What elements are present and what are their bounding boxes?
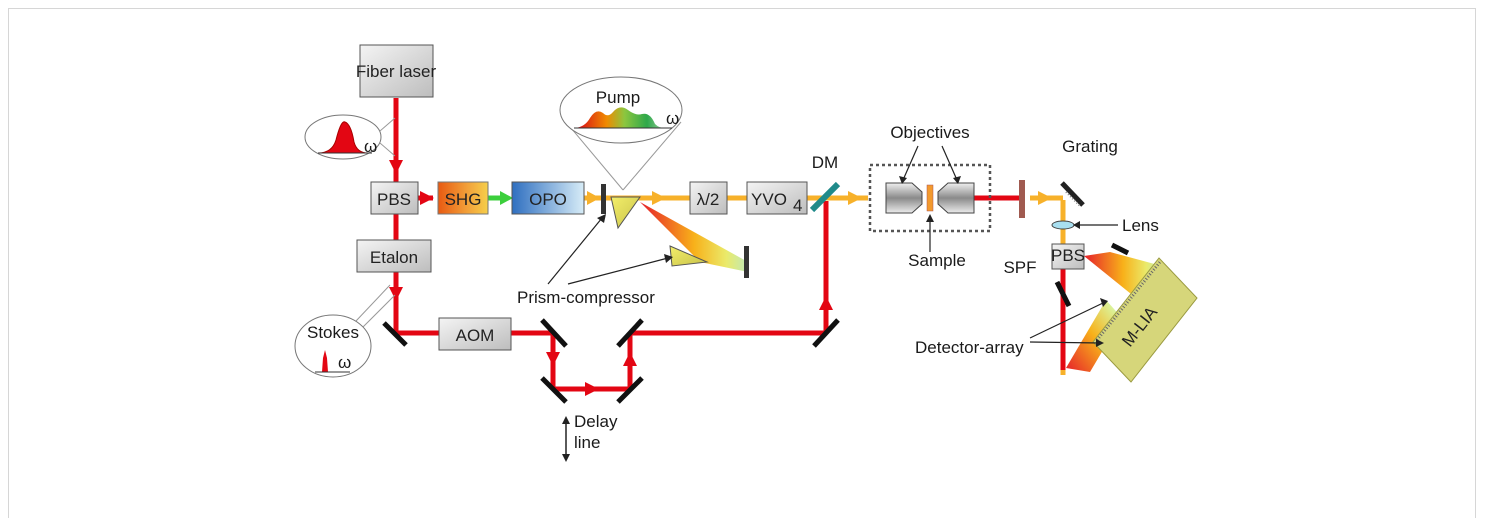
- pbs: PBS: [370, 181, 419, 215]
- aom-label: AOM: [456, 326, 495, 345]
- yvo4-subscript: 4: [793, 196, 802, 215]
- detector-array-annotation: Detector-array: [915, 298, 1108, 357]
- fiber-laser-label: Fiber laser: [356, 62, 437, 81]
- prism-compressor-label: Prism-compressor: [517, 288, 655, 307]
- fiber-laser: Fiber laser: [356, 44, 437, 98]
- short-pass-filter: SPF: [1003, 180, 1037, 277]
- yvo4-label: YVO: [751, 190, 787, 209]
- prism-compressor-annotation: Prism-compressor: [517, 214, 673, 307]
- detection-pbs-label: PBS: [1051, 246, 1085, 265]
- dm-label: DM: [812, 153, 838, 172]
- stokes-label: Stokes: [307, 323, 359, 342]
- pbs-label: PBS: [377, 190, 411, 209]
- lens-label: Lens: [1122, 216, 1159, 235]
- pump-beam-arrows: [587, 191, 1052, 205]
- opo: OPO: [511, 181, 585, 215]
- mirror-corner-1: [382, 321, 408, 347]
- opo-label: OPO: [529, 190, 567, 209]
- spf-label: SPF: [1003, 258, 1036, 277]
- half-wave-label: λ/2: [697, 190, 720, 209]
- stokes-spectrum-inset: Stokes ω: [294, 284, 396, 378]
- objectives-assembly: Objectives Sample: [868, 123, 992, 270]
- etalon-label: Etalon: [370, 248, 418, 267]
- sample-label: Sample: [908, 251, 966, 270]
- grating-label: Grating: [1062, 137, 1118, 156]
- delay-line-mirrors: [540, 318, 644, 404]
- objectives-label: Objectives: [890, 123, 969, 142]
- grating: Grating: [1060, 137, 1118, 207]
- prism-compressor: [601, 184, 749, 278]
- delay-line-label-2: line: [574, 433, 600, 452]
- delay-line-label-1: Delay: [574, 412, 618, 431]
- half-wave-plate: λ/2: [689, 181, 728, 215]
- shg-label: SHG: [445, 190, 482, 209]
- pump-label: Pump: [596, 88, 640, 107]
- dichroic-mirror: DM: [809, 153, 841, 213]
- m-lia: M-LIA: [1092, 257, 1198, 383]
- pump-spectrum-omega: ω: [666, 109, 679, 128]
- etalon: Etalon: [356, 239, 432, 273]
- shg-output-beam: [488, 191, 513, 205]
- input-spectrum-omega: ω: [364, 137, 377, 156]
- stokes-spectrum-omega: ω: [338, 353, 351, 372]
- shg: SHG: [437, 181, 489, 215]
- input-spectrum-inset: ω: [304, 114, 396, 160]
- pump-spectrum-inset: Pump ω: [559, 76, 683, 191]
- mirror-corner-2: [812, 318, 840, 348]
- stokes-beam-arrows: [389, 160, 833, 396]
- delay-line-annotation: Delay line: [562, 412, 618, 462]
- lens: Lens: [1051, 216, 1159, 235]
- detection-pbs: PBS: [1051, 243, 1085, 270]
- yvo4-crystal: YVO 4: [746, 181, 808, 215]
- aom: AOM: [438, 317, 512, 351]
- detector-array-label: Detector-array: [915, 338, 1024, 357]
